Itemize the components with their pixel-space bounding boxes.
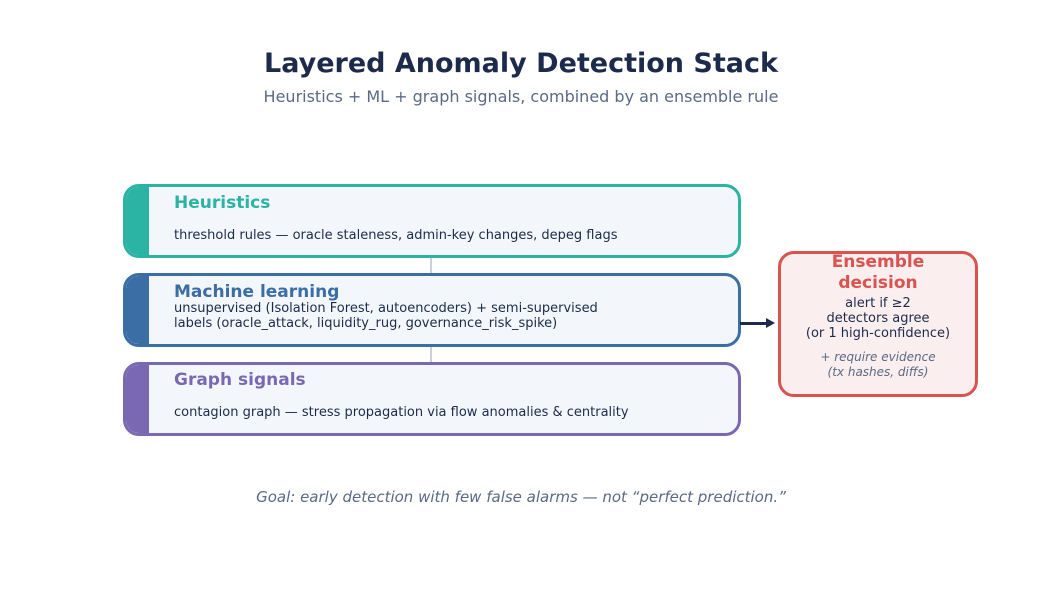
layer-graph-signals-description: contagion graph — stress propagation via…	[174, 405, 629, 420]
ensemble-note-line1: + require evidence	[820, 350, 936, 364]
layer-machine-learning-description-line1: unsupervised (Isolation Forest, autoenco…	[174, 301, 598, 316]
ensemble-title: Ensemble decision	[781, 252, 975, 294]
arrow-to-ensemble	[740, 322, 770, 325]
layer-heuristics: Heuristics threshold rules — oracle stal…	[123, 184, 741, 258]
footer-goal: Goal: early detection with few false ala…	[256, 488, 786, 506]
ensemble-note: + require evidence (tx hashes, diffs)	[781, 350, 975, 380]
layer-connector-1	[430, 257, 432, 274]
page-title: Layered Anomaly Detection Stack	[264, 48, 778, 79]
layer-machine-learning-bar	[126, 276, 149, 344]
ensemble-title-line1: Ensemble	[831, 252, 925, 272]
ensemble-decision-box: Ensemble decision alert if ≥2 detectors …	[778, 251, 978, 397]
ensemble-title-line2: decision	[838, 273, 918, 293]
layer-graph-signals-bar	[126, 365, 149, 433]
layer-graph-signals: Graph signals contagion graph — stress p…	[123, 362, 741, 436]
layer-connector-2	[430, 346, 432, 363]
layer-machine-learning-title: Machine learning	[174, 282, 340, 302]
layer-heuristics-title: Heuristics	[174, 193, 271, 213]
ensemble-rule-line3: (or 1 high-confidence)	[805, 326, 951, 341]
layer-heuristics-description: threshold rules — oracle staleness, admi…	[174, 228, 618, 243]
ensemble-rule-line2: detectors agree	[826, 311, 930, 326]
layer-machine-learning-description-line2: labels (oracle_attack, liquidity_rug, go…	[174, 316, 558, 331]
ensemble-rule-line1: alert if ≥2	[845, 296, 911, 311]
layer-machine-learning: Machine learning unsupervised (Isolation…	[123, 273, 741, 347]
ensemble-rule: alert if ≥2 detectors agree (or 1 high-c…	[781, 296, 975, 341]
page-subtitle: Heuristics + ML + graph signals, combine…	[263, 87, 779, 106]
ensemble-note-line2: (tx hashes, diffs)	[827, 365, 929, 379]
layer-heuristics-bar	[126, 187, 149, 255]
layer-graph-signals-title: Graph signals	[174, 370, 306, 390]
arrow-head-icon	[766, 318, 775, 328]
